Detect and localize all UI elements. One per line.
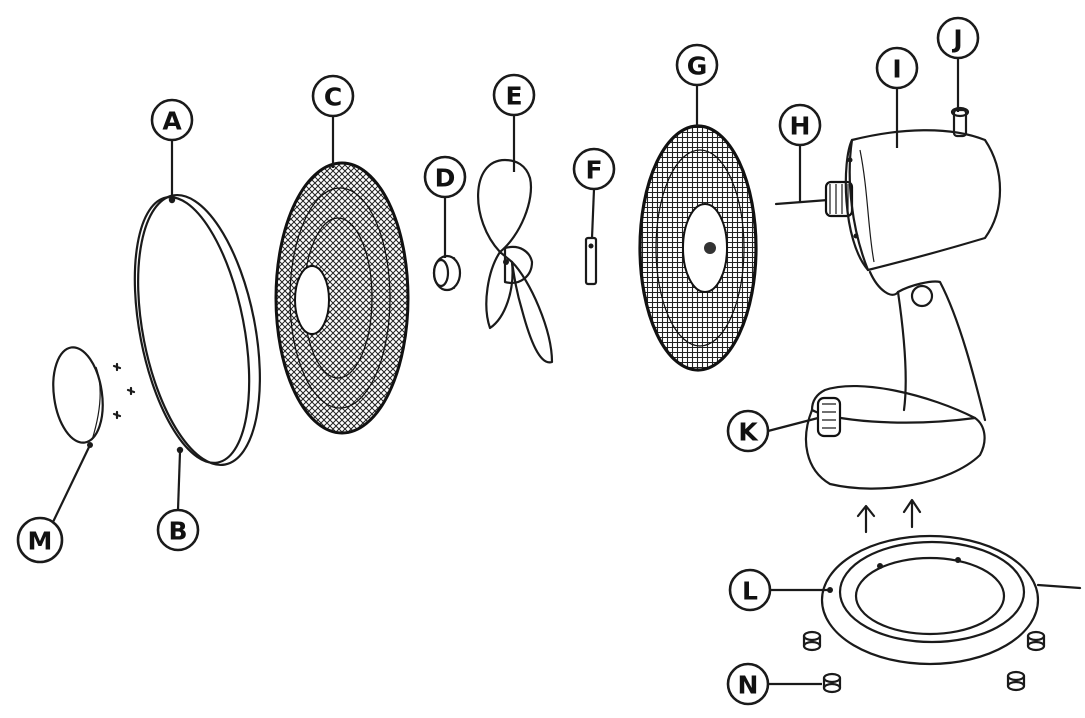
- motor-shaft-part: [774, 180, 854, 218]
- callout-c: C: [311, 74, 355, 118]
- assembly-arrows: [856, 498, 922, 534]
- label-j: J: [951, 25, 962, 54]
- label-l: L: [742, 577, 758, 606]
- callout-l: L: [728, 568, 772, 612]
- label-b: B: [168, 517, 187, 546]
- screws-part: [112, 362, 136, 420]
- callout-a: A: [150, 98, 194, 142]
- callout-k: K: [726, 409, 770, 453]
- oscillation-knob-part: [950, 106, 970, 138]
- leader-lines: [52, 58, 960, 686]
- fan-blade-part: [477, 158, 554, 364]
- callout-n: N: [726, 662, 770, 706]
- spinner-cap-part: [432, 254, 462, 292]
- callout-g: G: [675, 43, 719, 87]
- front-guard-ring-part: [133, 193, 261, 467]
- callout-j: J: [936, 16, 980, 60]
- base-ring-part: [820, 534, 1082, 666]
- callout-b: B: [156, 508, 200, 552]
- label-e: E: [505, 82, 522, 111]
- label-n: N: [738, 671, 759, 700]
- stand-body-part: [804, 270, 987, 490]
- label-f: F: [585, 156, 602, 185]
- label-g: G: [687, 52, 708, 81]
- callout-h: H: [778, 103, 822, 147]
- rear-grille-part: [638, 124, 758, 372]
- callout-m: M: [16, 516, 64, 564]
- label-a: A: [162, 107, 182, 136]
- feet-part: [802, 630, 1046, 694]
- label-d: D: [435, 164, 456, 193]
- label-m: M: [28, 527, 53, 556]
- front-grille-part: [274, 161, 410, 435]
- motor-housing-part: [844, 129, 1001, 272]
- callout-e: E: [492, 73, 536, 117]
- callout-i: I: [875, 46, 919, 90]
- label-i: I: [892, 55, 901, 84]
- callout-d: D: [423, 155, 467, 199]
- spacer-part: [584, 236, 598, 286]
- label-k: K: [738, 418, 759, 447]
- front-badge-part: [52, 346, 104, 448]
- callout-f: F: [572, 147, 616, 191]
- label-h: H: [790, 112, 811, 141]
- label-c: C: [324, 83, 342, 112]
